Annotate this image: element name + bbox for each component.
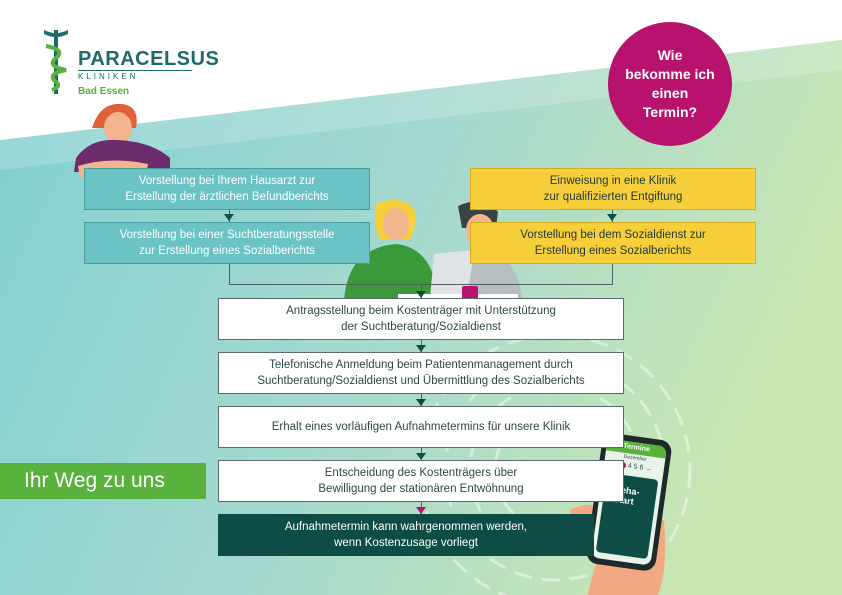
day[interactable]: 6 bbox=[638, 464, 644, 472]
right-step-1: Einweisung in eine Klinik zur qualifizie… bbox=[470, 168, 756, 210]
logo: PARACELSUS KLINIKEN Bad Essen bbox=[38, 26, 219, 98]
way-label: Ihr Weg zu uns bbox=[0, 463, 206, 499]
connector bbox=[612, 264, 613, 284]
connector-arrow bbox=[607, 214, 617, 221]
connector bbox=[229, 264, 230, 284]
day[interactable]: 5 bbox=[633, 463, 638, 471]
step-decision: Entscheidung des Kostenträgers über Bewi… bbox=[218, 460, 624, 502]
connector-arrow bbox=[416, 291, 426, 298]
left-step-1: Vorstellung bei Ihrem Hausarzt zur Erste… bbox=[84, 168, 370, 210]
connector-arrow bbox=[416, 507, 426, 514]
question-badge: Wie bekomme ich einen Termin? bbox=[608, 22, 732, 146]
step-application: Antragsstellung beim Kostenträger mit Un… bbox=[218, 298, 624, 340]
day[interactable]: 4 bbox=[627, 462, 633, 470]
brand-name: PARACELSUS bbox=[78, 48, 220, 70]
brand-sub: KLINIKEN bbox=[78, 72, 139, 81]
connector-arrow bbox=[416, 399, 426, 406]
connector-arrow bbox=[416, 345, 426, 352]
brand-divider bbox=[78, 70, 192, 71]
left-step-2: Vorstellung bei einer Suchtberatungsstel… bbox=[84, 222, 370, 264]
step-appointment: Erhalt eines vorläufigen Aufnahmetermins… bbox=[218, 406, 624, 448]
connector-arrow bbox=[416, 453, 426, 460]
brand-location: Bad Essen bbox=[78, 86, 130, 97]
step-registration: Telefonische Anmeldung beim Patientenman… bbox=[218, 352, 624, 394]
phone-screen: Termine Dezember 1 2 3 4 5 6 → Reha- Sta… bbox=[590, 438, 668, 566]
right-step-2: Vorstellung bei dem Sozialdienst zur Ers… bbox=[470, 222, 756, 264]
step-admission: Aufnahmetermin kann wahrgenommen werden,… bbox=[218, 514, 594, 556]
staff-of-asclepius-icon bbox=[44, 30, 68, 94]
connector-arrow bbox=[224, 214, 234, 221]
next-arrow-icon[interactable]: → bbox=[644, 464, 653, 473]
